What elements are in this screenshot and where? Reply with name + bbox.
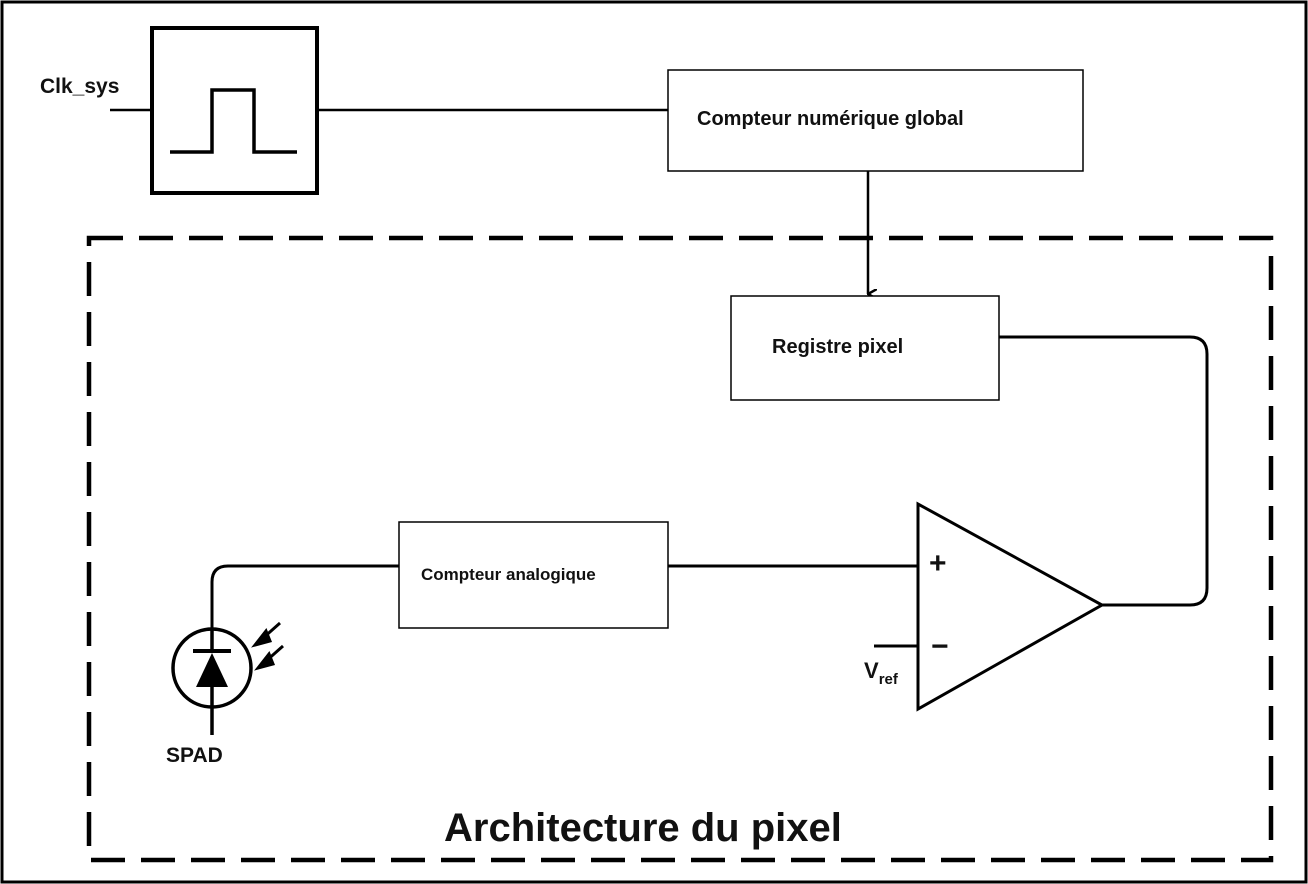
spad-label: SPAD [166, 744, 223, 767]
global-counter-label: Compteur numérique global [697, 108, 964, 130]
clk-sys-label: Clk_sys [40, 75, 120, 98]
pixel-register-label: Registre pixel [772, 336, 904, 358]
pixel-register-box [730, 295, 1000, 401]
vref-subscript: ref [878, 671, 898, 688]
vref-main: V [864, 658, 879, 683]
comparator-icon [916, 501, 1106, 712]
pixel-architecture-title: Architecture du pixel [444, 806, 842, 850]
spad-photodiode-icon [171, 627, 253, 735]
pixel-boundary [86, 235, 1274, 863]
clock-generator-box [150, 26, 319, 195]
analog-counter-box [398, 521, 669, 629]
global-counter-box [667, 69, 1084, 172]
spad-to-counter-wire [210, 564, 399, 628]
comparator-minus-label: − [931, 630, 949, 663]
comparator-plus-label: + [929, 547, 947, 580]
clock-pulse-icon [170, 88, 297, 154]
analog-counter-label: Compteur analogique [421, 565, 596, 584]
light-arrows-icon [251, 621, 284, 671]
register-comparator-wire [999, 335, 1209, 607]
vref-label: Vref [864, 658, 898, 688]
